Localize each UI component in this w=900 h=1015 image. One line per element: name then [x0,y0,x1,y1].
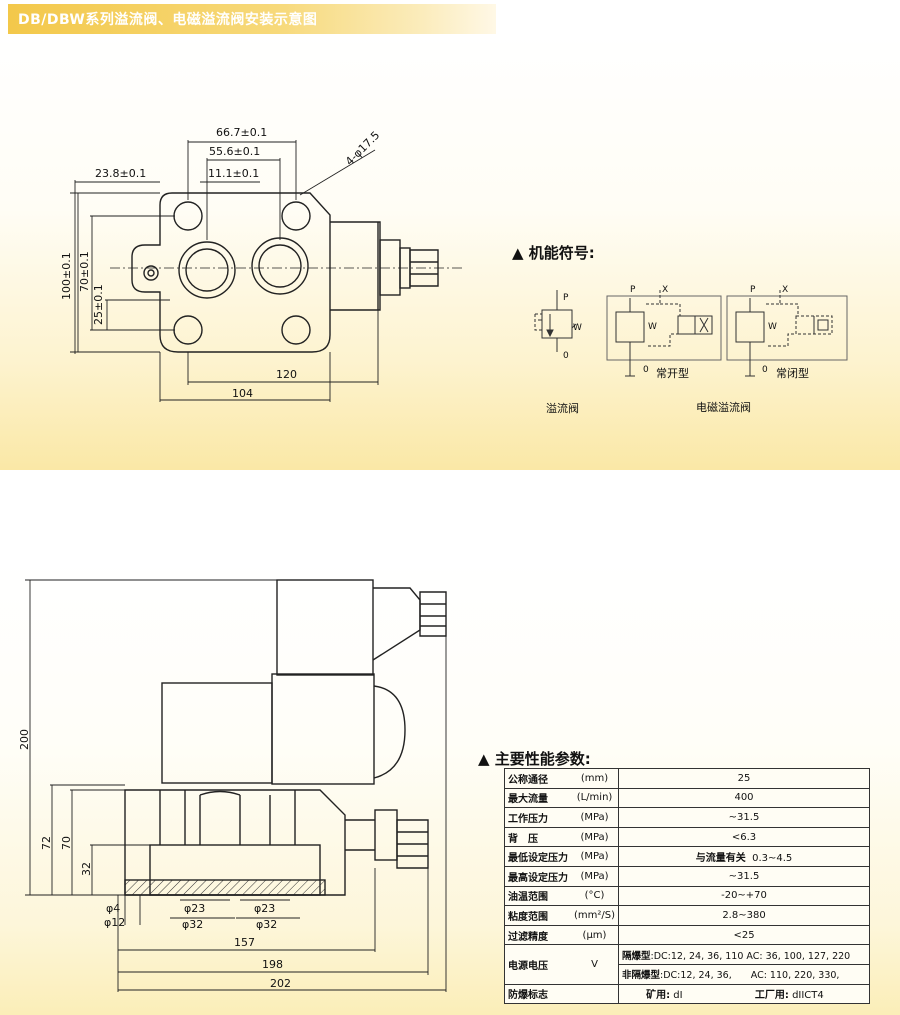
svg-text:0: 0 [563,351,569,361]
svg-text:W: W [648,322,657,332]
function-symbols: P W 0 P X W 0 常开型 P X W 0 [534,285,848,380]
pilot-port [143,265,159,281]
normally-open-symbol [606,290,722,377]
dim-phi12: φ12 [104,916,125,929]
params-heading: ▲ 主要性能参数: [478,750,591,768]
dim-25: 25±0.1 [92,284,105,325]
dim-100: 100±0.1 [60,252,73,300]
normally-open-label: 常开型 [656,366,689,380]
connector-nut [409,249,439,287]
table-row: 最大流量(L/min)400 [504,787,870,809]
table-row: 工作压力(MPa)~31.5 [504,807,870,828]
spec-table: 公称通径(mm)25 最大流量(L/min)400 工作压力(MPa)~31.5… [504,768,870,1005]
table-row: 电源电压 V 隔爆型:DC:12, 24, 36, 110 AC: 36, 10… [504,944,870,985]
dim-phi4: φ4 [106,902,120,915]
svg-text:P: P [750,285,756,295]
valve-body-outline [131,192,331,353]
table-row: 背 压(MPa)<6.3 [504,826,870,848]
table-row: 最高设定压力(MPa)~31.5 [504,865,870,887]
dim-66-7: 66.7±0.1 [216,126,267,139]
mounting-hole-bl [173,315,203,345]
dim-phi32-b: φ32 [256,918,277,931]
dim-157: 157 [234,936,255,949]
svg-text:P: P [563,293,569,303]
table-row: 公称通径(mm)25 [504,768,870,789]
port-t [251,237,309,295]
svg-text:X: X [782,285,788,295]
dim-55-6: 55.6±0.1 [209,145,260,158]
dim-11-1: 11.1±0.1 [208,167,259,180]
side-view-drawing: 200 72 70 32 φ23 φ23 φ32 φ32 φ4 φ12 157 … [18,579,447,992]
dim-202: 202 [270,977,291,990]
solenoid-housing [330,221,381,311]
table-row: 过滤精度(μm)<25 [504,924,870,946]
dim-120: 120 [276,368,297,381]
table-row: 防爆标志 矿用: dI 工厂用: dIICT4 [504,983,870,1005]
top-background-band [0,36,900,470]
solenoid-relief-caption: 电磁溢流阀 [696,401,751,414]
dim-32: 32 [80,862,93,876]
table-row: 油温范围(°C)-20~+70 [504,885,870,907]
side-connector [396,819,429,869]
table-row: 最低设定压力(MPa)与流量有关 0.3~4.5 [504,846,870,867]
mounting-hole-br [281,315,311,345]
normally-closed-label: 常闭型 [776,366,809,380]
relief-valve-caption: 溢流阀 [546,402,579,415]
svg-text:W: W [768,322,777,332]
page-title: DB/DBW系列溢流阀、电磁溢流阀安装示意图 [18,12,318,28]
dim-70-side: 70 [60,836,73,850]
svg-text:P: P [630,285,636,295]
svg-text:0: 0 [643,365,649,375]
svg-text:0: 0 [762,365,768,375]
dim-phi32-a: φ32 [182,918,203,931]
dim-200: 200 [18,729,31,750]
dim-70: 70±0.1 [78,251,91,292]
dim-23-8: 23.8±0.1 [95,167,146,180]
svg-text:X: X [662,285,668,295]
svg-text:W: W [573,323,582,333]
dim-hole: 4-φ17.5 [343,129,382,168]
mounting-hole-tr [281,201,311,231]
dim-72: 72 [40,836,53,850]
mounting-hole-tl [173,201,203,231]
port-p [178,241,236,299]
table-row: 粘度范围(mm²/S)2.8~380 [504,905,870,926]
dim-phi23-a: φ23 [184,902,205,915]
top-view-drawing: 66.7±0.1 55.6±0.1 23.8±0.1 11.1±0.1 4-φ1… [60,126,465,402]
symbols-heading: ▲ 机能符号: [512,244,595,262]
dim-104: 104 [232,387,253,400]
top-connector [419,591,447,637]
relief-valve-symbol [534,290,577,352]
dim-phi23-b: φ23 [254,902,275,915]
title-bar: DB/DBW系列溢流阀、电磁溢流阀安装示意图 [8,4,496,34]
dim-198: 198 [262,958,283,971]
normally-closed-symbol [726,290,848,377]
